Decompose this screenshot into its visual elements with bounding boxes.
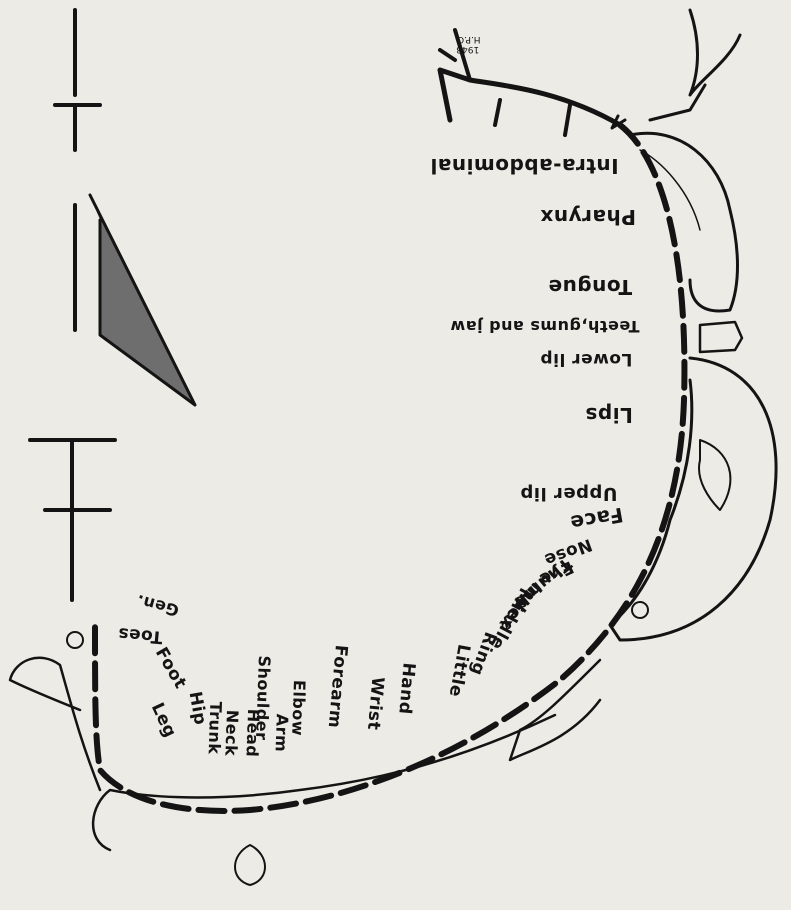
left-figure-bottom xyxy=(30,440,115,600)
label-upper-lip: Upper lip xyxy=(520,484,617,502)
label-pharynx: Pharynx xyxy=(540,207,636,227)
signature-year: 1948 xyxy=(455,44,481,54)
label-teeth-gums-jaw: Teeth,gums and jaw xyxy=(450,318,640,334)
label-elbow: Elbow xyxy=(289,680,307,737)
label-lips: Lips xyxy=(585,405,633,425)
leg-foot-outline xyxy=(10,658,100,790)
viscera-line xyxy=(440,70,620,125)
label-head: Head xyxy=(243,708,261,757)
signature-initials: H.P.C. xyxy=(455,34,481,44)
label-arm: Arm xyxy=(273,714,290,753)
label-intra-abdominal: Intra-abdominal xyxy=(430,156,619,176)
label-trunk: Trunk xyxy=(206,701,224,754)
label-hip: Hip xyxy=(186,690,209,726)
label-neck: Neck xyxy=(222,710,240,757)
teeth-outline xyxy=(700,322,742,352)
left-figure-top xyxy=(55,10,100,150)
label-hand: Hand xyxy=(395,662,416,715)
artist-signature: 1948 H.P.C. xyxy=(455,34,481,54)
label-toes: Toes xyxy=(117,624,163,645)
label-lower-lip: Lower lip xyxy=(540,350,632,367)
label-wrist: Wrist xyxy=(364,676,386,731)
face-outline xyxy=(610,358,776,640)
label-tongue: Tongue xyxy=(548,277,632,297)
